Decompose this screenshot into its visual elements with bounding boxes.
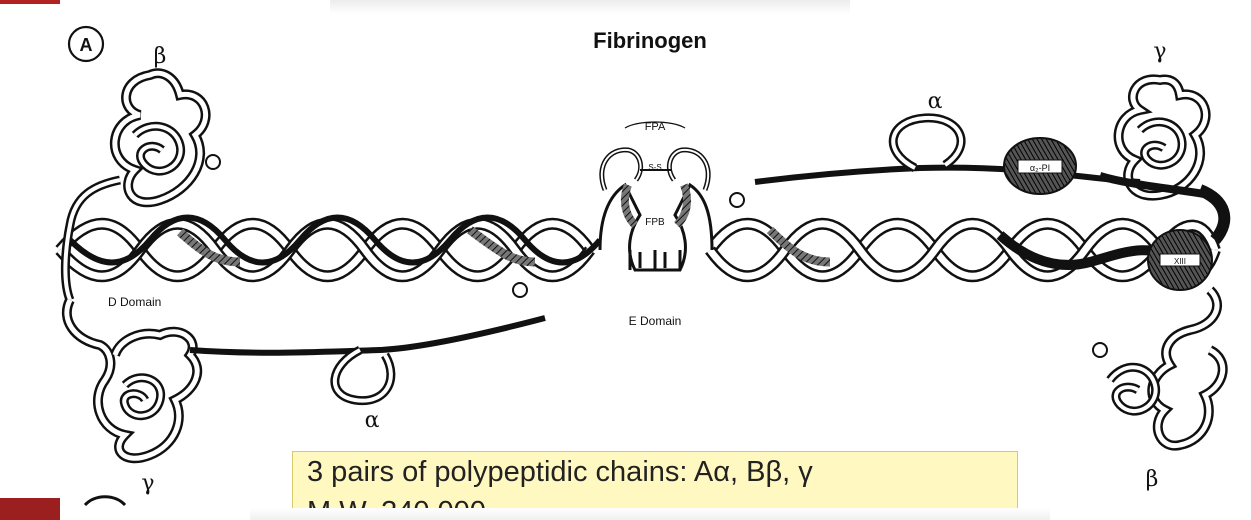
panel-letter: A bbox=[80, 35, 93, 55]
fpa-label: FPA bbox=[645, 121, 666, 133]
gamma-label-bottom-left: γ bbox=[141, 471, 154, 496]
left-alpha-chain bbox=[190, 283, 545, 401]
caption-line-1: 3 pairs of polypeptidic chains: Aα, Bβ, … bbox=[307, 456, 813, 489]
e-domain-label: E Domain bbox=[629, 314, 682, 328]
beta-label-top-left: β bbox=[154, 44, 167, 69]
beta-label-bottom-right: β bbox=[1146, 467, 1159, 492]
alpha-label-top: α bbox=[928, 89, 943, 114]
panel-letter-badge: A bbox=[69, 27, 103, 61]
ss-bond-label: S-S bbox=[648, 163, 661, 172]
caption-box: 3 pairs of polypeptidic chains: Aα, Bβ, … bbox=[292, 451, 1018, 513]
coiled-coil-left bbox=[60, 218, 600, 277]
bottom-shade bbox=[250, 508, 1050, 520]
fxiii-label: XIII bbox=[1174, 257, 1186, 266]
alpha-label-bottom: α bbox=[365, 408, 380, 433]
corner-accent-bottom bbox=[0, 498, 60, 520]
alpha2-pi-label: α₂-PI bbox=[1030, 163, 1050, 173]
right-beta-globule bbox=[1093, 290, 1223, 446]
fpb-label: FPB bbox=[645, 217, 665, 228]
e-domain bbox=[600, 122, 712, 270]
coiled-coil-right bbox=[710, 224, 1215, 277]
d-domain-label: D Domain bbox=[108, 295, 161, 309]
diagram-title: Fibrinogen bbox=[593, 28, 707, 53]
gamma-label-top-right: γ bbox=[1153, 39, 1166, 64]
arc-fragment bbox=[85, 497, 125, 505]
right-alpha-chain bbox=[730, 118, 1140, 207]
left-gamma-globule bbox=[67, 300, 197, 458]
